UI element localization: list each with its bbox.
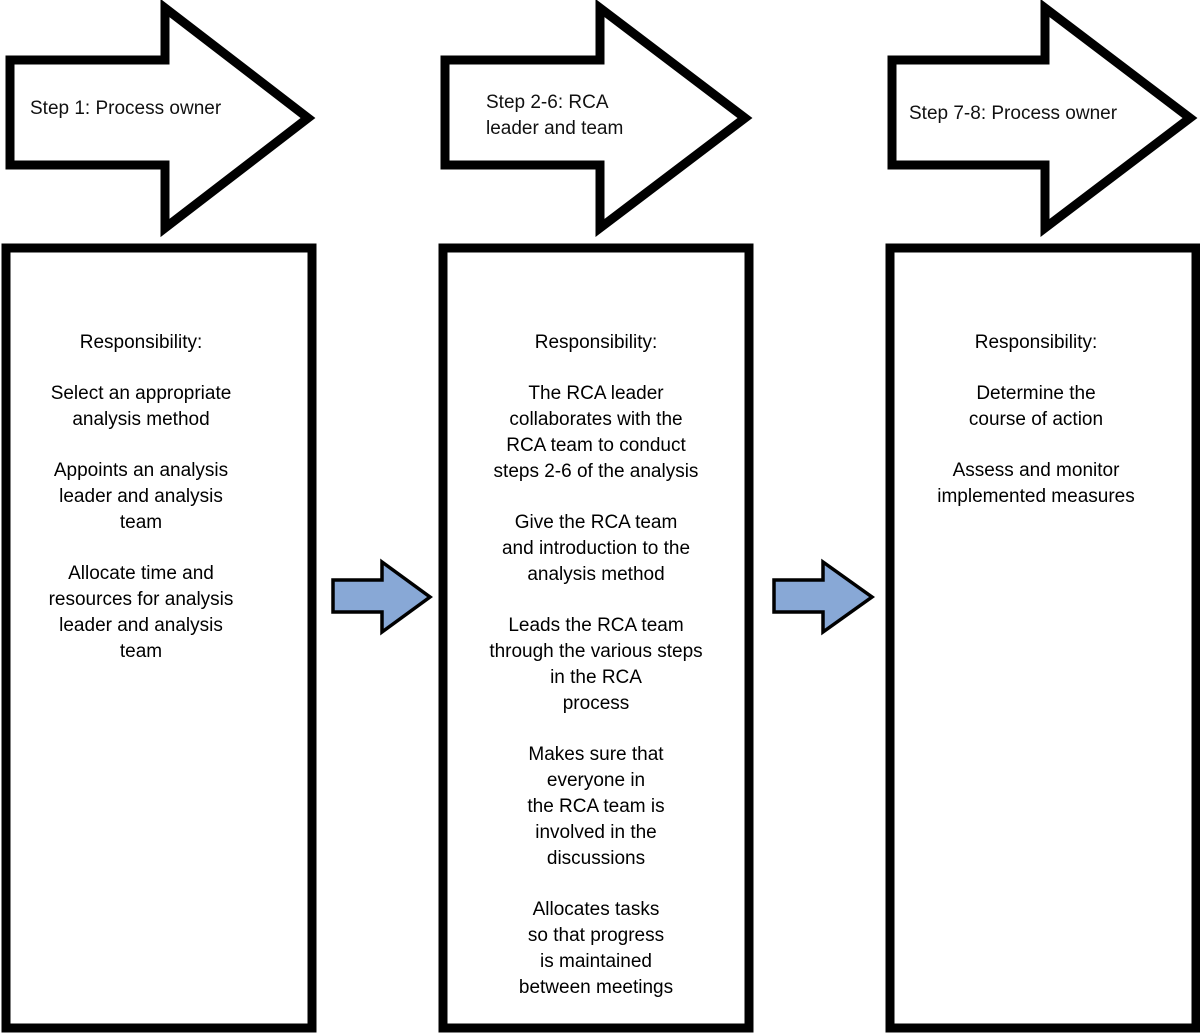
responsibility-item: Allocate time and resources for analysis… [48,563,234,662]
header-arrow-step-7-8 [887,0,1198,238]
responsibility-label: Responsibility: [974,332,1098,353]
header-label-step-7-8: Step 7-8: Process owner [909,103,1118,124]
header-arrow-step-1 [5,0,316,238]
column-1-content: Responsibility: Select an appropriate an… [16,330,266,690]
responsibility-item: Allocates tasks so that progress is main… [518,899,674,998]
responsibility-item: Leads the RCA team through the various s… [489,615,703,714]
responsibility-item: The RCA leader collaborates with the RCA… [493,383,699,482]
responsibility-item: Determine the course of action [968,383,1104,430]
responsibility-label: Responsibility: [79,332,203,353]
connector-arrow-1 [331,558,433,636]
header-label-step-2-6: Step 2-6: RCA leader and team [486,92,624,139]
responsibility-item: Makes sure that everyone in the RCA team… [527,744,665,869]
header-label-step-1: Step 1: Process owner [30,98,222,119]
header-arrow-step-2-6 [440,0,753,238]
column-box-1 [1,243,317,1033]
column-3-content: Responsibility: Determine the course of … [913,330,1159,535]
column-box-3 [885,243,1200,1033]
responsibility-item: Select an appropriate analysis method [50,383,232,430]
responsibility-item: Give the RCA team and introduction to th… [501,512,691,585]
responsibility-label: Responsibility: [534,332,658,353]
column-box-2 [438,243,754,1033]
responsibility-item: Appoints an analysis leader and analysis… [53,460,229,533]
column-2-content: Responsibility: The RCA leader collabora… [466,330,726,1026]
connector-arrow-2 [772,558,876,636]
responsibility-item: Assess and monitor implemented measures [937,460,1135,507]
